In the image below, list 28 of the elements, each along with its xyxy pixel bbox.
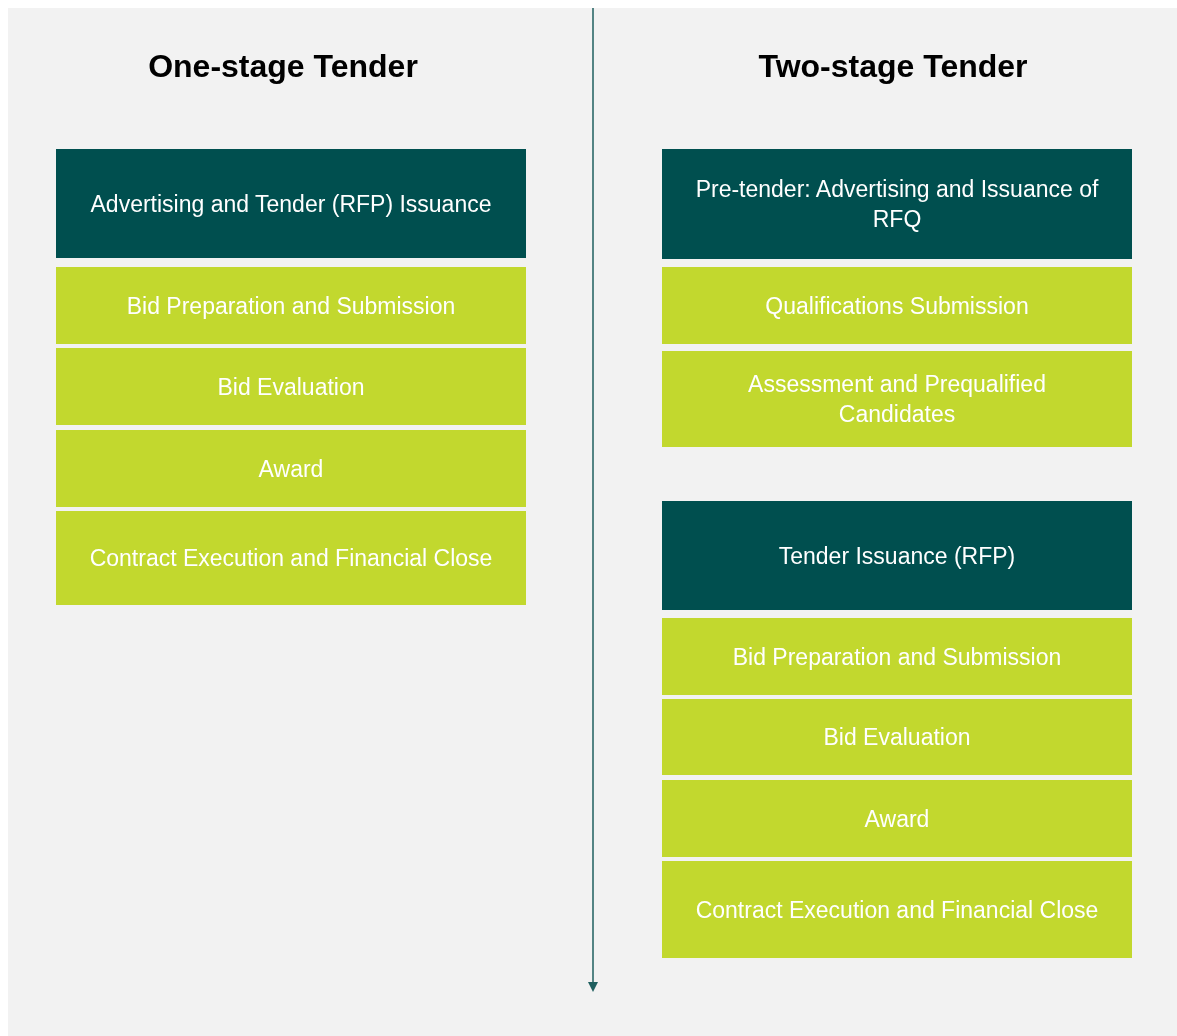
step-label: Bid Preparation and Submission: [732, 642, 1062, 672]
step-label: Bid Preparation and Submission: [126, 291, 456, 321]
step-label: Advertising and Tender (RFP) Issuance: [90, 189, 492, 219]
step-label: Qualifications Submission: [765, 291, 1029, 321]
column-heading: Two-stage Tender: [757, 48, 1029, 85]
stage-header-box: [662, 149, 1132, 259]
step-box: [662, 267, 1132, 344]
stage-header-box: [662, 501, 1132, 610]
step-label: Award: [864, 804, 930, 834]
step-label: Contract Execution and Financial Close: [89, 544, 493, 573]
step-label: Contract Execution and Financial Close: [695, 895, 1099, 925]
step-label: Award: [258, 454, 324, 484]
step-label: Pre-tender: Advertising and Issuance of RFQ: [694, 175, 1100, 234]
step-box: [56, 348, 526, 425]
step-box: [662, 861, 1132, 958]
step-label: Bid Evaluation: [823, 723, 971, 752]
step-box: [662, 618, 1132, 695]
step-box: [662, 780, 1132, 857]
step-box: [56, 267, 526, 344]
step-box: [662, 699, 1132, 775]
step-box: [56, 430, 526, 507]
step-box: [662, 351, 1132, 447]
step-box: [56, 511, 526, 605]
step-label: Bid Evaluation: [217, 372, 365, 402]
column-heading: One-stage Tender: [147, 48, 419, 85]
step-label: Tender Issuance (RFP): [778, 541, 1016, 571]
stage-header-box: [56, 149, 526, 258]
step-label: Assessment and Prequalified Candidates: [747, 370, 1047, 429]
